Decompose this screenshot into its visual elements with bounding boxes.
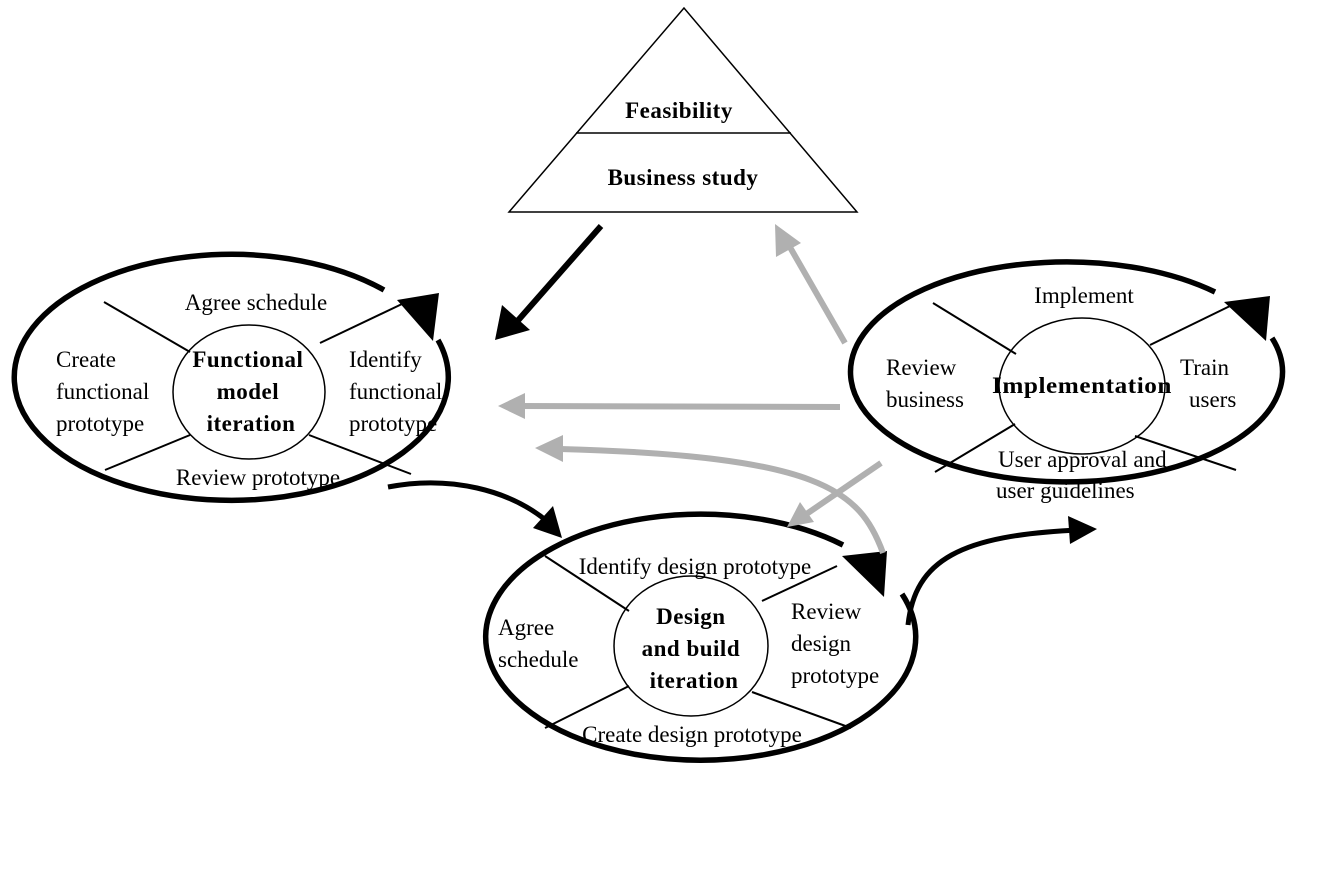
functional-inner-circle	[172, 324, 326, 460]
implementation-right-label: Train users	[1180, 355, 1236, 412]
arrowhead-design-to-implementation	[1068, 516, 1097, 544]
functional-cycle-arrowhead	[397, 293, 439, 341]
arrowhead-implementation-to-business	[775, 224, 801, 257]
arrowhead-business-to-functional	[495, 305, 530, 340]
implementation-bottom-label: User approval and user guidelines	[996, 447, 1172, 503]
functional-right-label: Identify functional prototype	[349, 347, 448, 436]
design-cycle-arrowhead	[842, 551, 887, 597]
arrow-design-to-functional	[559, 446, 886, 555]
functional-center-label: Functional model iteration	[192, 347, 309, 436]
functional-outer-ellipse	[11, 251, 451, 504]
functional-model-cycle: Functional model iteration Agree schedul…	[11, 251, 451, 504]
design-left-label: Agree schedule	[498, 615, 578, 672]
functional-divider-bl	[104, 434, 191, 471]
design-bottom-label: Create design prototype	[582, 722, 802, 747]
business-study-label: Business study	[608, 165, 759, 190]
arrowhead-design-to-functional	[535, 435, 563, 462]
implementation-left-label: Review business	[886, 355, 964, 412]
functional-top-label: Agree schedule	[185, 290, 327, 315]
implementation-center-label: Implementation	[992, 373, 1172, 398]
primary-flow-arrows	[387, 224, 1097, 626]
functional-divider-tl	[103, 301, 191, 353]
design-right-label: Review design prototype	[791, 599, 879, 688]
feedback-arrows	[498, 224, 886, 555]
arrowhead-implementation-to-design	[787, 502, 814, 527]
arrowhead-implementation-to-functional	[498, 393, 525, 419]
implementation-divider-br	[1134, 435, 1237, 471]
implementation-top-label: Implement	[1034, 283, 1134, 308]
functional-divider-tr	[319, 303, 403, 344]
design-build-cycle: Design and build iteration Identify desi…	[483, 511, 919, 763]
implementation-outer-ellipse	[847, 259, 1286, 485]
implementation-inner-circle	[998, 317, 1166, 455]
arrow-implementation-to-business	[784, 240, 848, 345]
feasibility-triangle: Feasibility Business study	[507, 6, 859, 213]
arrowhead-functional-to-design	[533, 506, 562, 538]
arrow-functional-to-design	[387, 480, 550, 524]
implementation-divider-tl	[932, 302, 1017, 355]
functional-left-label: Create functional prototype	[56, 347, 155, 436]
design-divider-bl	[544, 685, 630, 729]
functional-bottom-label: Review prototype	[176, 465, 340, 490]
feasibility-label: Feasibility	[625, 98, 733, 123]
implementation-cycle: Implementation Implement Review business…	[847, 259, 1286, 503]
implementation-divider-tr	[1149, 305, 1231, 346]
implementation-divider-bl	[934, 423, 1016, 473]
arrow-implementation-to-functional	[519, 403, 841, 410]
design-outer-ellipse	[483, 511, 919, 763]
design-divider-tl	[544, 555, 630, 612]
implementation-cycle-arrowhead	[1224, 296, 1270, 341]
design-divider-br	[751, 691, 852, 729]
arrow-implementation-to-design	[803, 460, 883, 518]
design-top-label: Identify design prototype	[579, 554, 812, 579]
design-inner-circle	[613, 575, 769, 717]
functional-divider-br	[308, 434, 412, 475]
design-center-label: Design and build iteration	[642, 604, 747, 693]
arrow-business-to-functional	[511, 224, 604, 327]
design-divider-tr	[761, 565, 838, 602]
triangle-outline	[507, 6, 859, 213]
arrow-design-to-implementation	[905, 527, 1081, 626]
